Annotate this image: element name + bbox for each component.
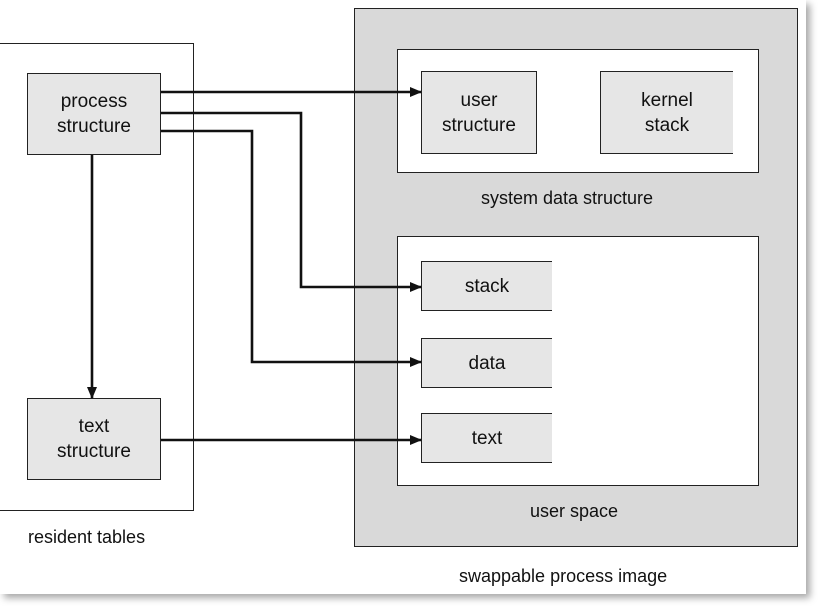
user-space-label: user space bbox=[530, 501, 619, 521]
swappable-process-image-label: swappable process image bbox=[459, 566, 668, 586]
connector-process-to-data bbox=[161, 129, 422, 367]
kernel-stack-line1: kernel bbox=[641, 89, 693, 111]
text-node: text bbox=[421, 413, 552, 463]
connector-process-to-stack bbox=[161, 111, 422, 292]
stack-label: stack bbox=[464, 275, 510, 297]
data-label: data bbox=[468, 352, 506, 374]
connectors-layer bbox=[87, 87, 422, 445]
figure-card: resident tables swappable process image … bbox=[0, 8, 798, 586]
process-structure-line1: process bbox=[60, 91, 128, 112]
text-structure-line1: text bbox=[78, 416, 110, 437]
user-structure-node: user structure bbox=[421, 71, 537, 154]
text-structure-node: text structure bbox=[27, 398, 161, 480]
resident-tables-label: resident tables bbox=[28, 527, 146, 547]
system-data-structure-label: system data structure bbox=[481, 188, 654, 208]
kernel-stack-line2: stack bbox=[644, 114, 690, 136]
data-node: data bbox=[421, 338, 552, 388]
text-structure-line2: structure bbox=[57, 441, 131, 462]
process-structure-line2: structure bbox=[57, 116, 131, 137]
process-structure-node: process structure bbox=[27, 73, 161, 155]
kernel-stack-node: kernel stack bbox=[600, 71, 733, 154]
user-structure-line1: user bbox=[460, 89, 498, 111]
text-label: text bbox=[471, 427, 503, 449]
stack-node: stack bbox=[421, 261, 552, 311]
user-structure-line2: structure bbox=[442, 114, 516, 136]
